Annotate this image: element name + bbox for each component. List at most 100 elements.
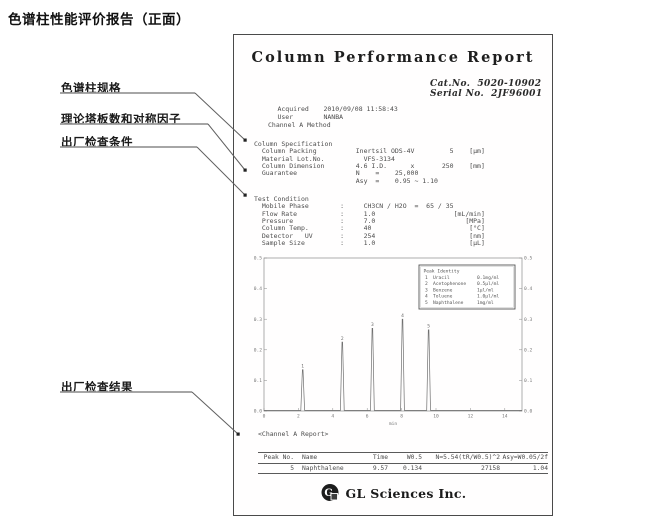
gl-sciences-logo-icon: G: [321, 484, 339, 501]
spec-section-title: Column Specification: [254, 140, 333, 148]
svg-text:6: 6: [366, 414, 369, 420]
cell-w05: 0.134: [403, 464, 422, 472]
header-cell-asy: Asy=W0.05/2f: [502, 454, 549, 461]
cat-no-value: 5020-10902: [477, 79, 542, 89]
chromatogram-area: 0.0 0.0 0.1 0.1 0.2 0.2 0.3 0.3 0.4 0.4 0.5 0.5 0 2 4 6…: [245, 249, 541, 436]
callout-label-column-spec: 色谱柱规格: [61, 83, 121, 95]
svg-text:Acetophenone: Acetophenone: [433, 281, 466, 287]
svg-text:4: 4: [331, 414, 334, 420]
svg-text:14: 14: [502, 414, 508, 420]
svg-text:4: 4: [425, 294, 428, 300]
footer-brand-row: G GL Sciences Inc.: [234, 483, 552, 503]
cond-line-detector: Detector UV : 254 [nm]: [254, 231, 485, 240]
header-cell-peak-no: Peak No.: [263, 454, 294, 461]
acquired-value: 2010/09/08 11:58:43: [323, 105, 398, 114]
svg-text:3: 3: [371, 322, 374, 328]
table-rule-mid: [258, 462, 548, 464]
cond-line-pressure: Pressure : 7.0 [MPa]: [254, 217, 485, 226]
acquired-label: Acquired: [277, 105, 309, 114]
acquired-row: Acquired 2010/09/08 11:58:43: [254, 99, 398, 121]
page-title: 色谱柱性能评价报告（正面）: [8, 12, 190, 27]
serial-no-line: Serial No. 2JF96001: [430, 89, 542, 99]
test-condition-section: Test Condition Mobile Phase : CH3CN / H2…: [254, 195, 485, 247]
spec-line-lot: Material Lot.No. VFS-3134: [254, 154, 395, 163]
svg-text:1: 1: [301, 363, 304, 369]
svg-text:0.2: 0.2: [524, 347, 533, 353]
svg-text:Toluene: Toluene: [433, 294, 453, 300]
header-cell-n: N=5.54(tR/W0.5)^2: [435, 454, 500, 461]
svg-text:Benzene: Benzene: [433, 287, 453, 293]
table-row: 5 Naphthalene 9.57 0.134 27158 1.04: [258, 464, 548, 474]
channel-method: Channel A Method: [268, 121, 331, 129]
table-header-row: Peak No. Name Time W0.5 N=5.54(tR/W0.5)^…: [258, 453, 548, 463]
column-specification-section: Column Specification Column Packing Iner…: [254, 140, 485, 185]
serial-no-value: 2JF96001: [491, 89, 543, 99]
result-table: Peak No. Name Time W0.5 N=5.54(tR/W0.5)^…: [258, 452, 548, 474]
footer-brand-text: GL Sciences Inc.: [345, 485, 467, 501]
cat-no-label: Cat.No.: [430, 79, 471, 89]
svg-text:0.1: 0.1: [254, 378, 263, 384]
callout-label-plates-symmetry: 理论塔板数和对称因子: [61, 114, 181, 126]
spec-line-guarantee-asy: Asy = 0.95 ~ 1.10: [254, 176, 438, 185]
svg-text:0.1: 0.1: [524, 378, 533, 384]
condition-section-title: Test Condition: [254, 195, 309, 203]
cond-line-mobile-phase: Mobile Phase : CH3CN / H2O = 65 / 35: [254, 202, 454, 211]
table-rule-bottom: [258, 473, 548, 474]
cond-line-column-temp: Column Temp. : 40 [°C]: [254, 224, 485, 233]
channel-report-caption: <Channel A Report>: [258, 430, 329, 438]
svg-text:0.4: 0.4: [524, 286, 533, 292]
svg-text:12: 12: [468, 414, 474, 420]
svg-text:Naphthalene: Naphthalene: [433, 300, 464, 306]
cat-no-line: Cat.No. 5020-10902: [430, 79, 541, 89]
callout-label-test-result: 出厂检查结果: [61, 382, 133, 394]
svg-text:2: 2: [297, 414, 300, 420]
svg-text:0.5: 0.5: [524, 256, 533, 262]
serial-no-label: Serial No.: [430, 89, 484, 99]
cell-asy: 1.04: [532, 464, 548, 472]
svg-text:2: 2: [341, 336, 344, 342]
svg-text:10: 10: [433, 414, 439, 420]
svg-text:5: 5: [427, 324, 430, 330]
cell-name: Naphthalene: [302, 464, 344, 472]
svg-text:0.2: 0.2: [254, 347, 263, 353]
svg-text:G: G: [324, 488, 333, 499]
cond-line-flow-rate: Flow Rate : 1.0 [mL/min]: [254, 209, 485, 218]
cell-n: 27158: [481, 464, 500, 472]
spec-line-guarantee-n: Guarantee N = 25,000: [254, 169, 419, 178]
svg-text:0.0: 0.0: [254, 409, 263, 415]
cell-peak-no: 5: [290, 464, 294, 472]
header-cell-time: Time: [372, 454, 388, 461]
svg-text:1μl/ml: 1μl/ml: [477, 287, 494, 293]
svg-text:0.3: 0.3: [254, 317, 263, 323]
svg-text:2: 2: [425, 281, 428, 287]
callout-label-test-condition: 出厂检查条件: [61, 137, 133, 149]
svg-text:1mg/ml: 1mg/ml: [477, 300, 494, 306]
header-cell-w05: W0.5: [406, 454, 422, 461]
svg-text:5: 5: [425, 300, 428, 306]
svg-text:Uracil: Uracil: [433, 275, 450, 281]
svg-text:0.5: 0.5: [254, 256, 263, 262]
svg-text:0: 0: [263, 414, 266, 420]
svg-text:0.0: 0.0: [524, 409, 533, 415]
svg-text:1: 1: [425, 275, 428, 281]
cell-time: 9.57: [372, 464, 388, 472]
report-page: Column Performance Report Cat.No. 5020-1…: [233, 34, 553, 516]
svg-text:min: min: [389, 421, 398, 427]
svg-text:0.5μl/ml: 0.5μl/ml: [477, 281, 499, 287]
svg-text:3: 3: [425, 287, 428, 293]
svg-text:0.4: 0.4: [254, 286, 263, 292]
svg-text:1.0μl/ml: 1.0μl/ml: [477, 294, 499, 300]
report-title: Column Performance Report: [251, 49, 535, 66]
svg-text:Peak Identity: Peak Identity: [424, 269, 460, 275]
user-label: User: [277, 112, 294, 121]
svg-text:0.3: 0.3: [524, 317, 533, 323]
spec-line-packing: Column Packing Inertsil ODS-4V 5 [μm]: [254, 147, 485, 156]
header-cell-name: Name: [302, 454, 318, 461]
svg-text:4: 4: [401, 313, 404, 319]
svg-text:8: 8: [400, 414, 403, 420]
chromatogram-plot: 0.0 0.0 0.1 0.1 0.2 0.2 0.3 0.3 0.4 0.4 0.5 0.5 0 2 4 6…: [254, 256, 533, 427]
spec-line-dimension: Column Dimension 4.6 I.D. x 250 [mm]: [254, 162, 485, 171]
svg-text:0.1mg/ml: 0.1mg/ml: [477, 275, 499, 281]
